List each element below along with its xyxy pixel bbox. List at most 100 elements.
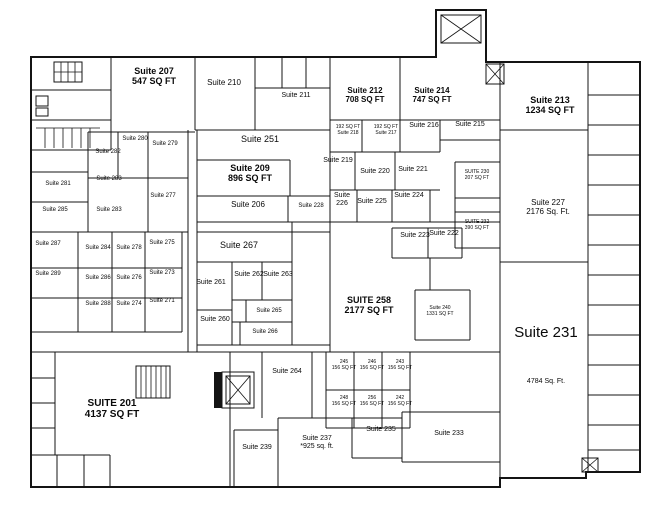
- suite-name: SUITE 258: [346, 295, 392, 305]
- suite-288-label: Suite 288: [83, 301, 113, 308]
- suite-278-label: Suite 278: [114, 245, 144, 252]
- stairs-icon: [135, 365, 171, 399]
- suite-264-label: Suite 264: [271, 368, 303, 376]
- suite-name: SUITE 232: [464, 219, 490, 225]
- suite-name: Suite 237: [302, 435, 332, 442]
- suite-273-label: Suite 273: [147, 270, 177, 277]
- suite-area: *925 sq. ft.: [300, 442, 334, 450]
- restroom-fixtures-icon: [35, 61, 100, 148]
- suite-area: 1331 SQ FT: [426, 310, 454, 317]
- suite-285-label: Suite 285: [31, 207, 79, 214]
- office-number: 256: [367, 395, 377, 401]
- suite-name: Suite 213: [530, 95, 570, 105]
- suite-240-label: Suite 240 1331 SQ FT: [417, 305, 463, 317]
- suite-235-label: Suite 235: [366, 426, 396, 434]
- suite-name: Suite 277: [150, 193, 176, 199]
- suite-239-label: Suite 239: [242, 444, 272, 452]
- office-242-label: 242 156 SQ FT: [387, 395, 413, 407]
- suite-231-label: Suite 231: [514, 325, 578, 341]
- suite-271-label: Suite 271: [147, 298, 177, 305]
- suite-name: Suite 271: [149, 298, 175, 304]
- suite-279-label: Suite 279: [150, 141, 180, 148]
- office-256-label: 256 156 SQ FT: [359, 395, 385, 407]
- suite-name: Suite 222: [429, 230, 459, 237]
- suite-name: Suite 215: [455, 121, 485, 128]
- suite-name: Suite 217: [375, 129, 397, 136]
- office-number: 245: [339, 359, 349, 365]
- office-number: 248: [339, 395, 349, 401]
- interior-walls: [31, 57, 640, 487]
- suite-name: Suite 276: [116, 275, 142, 281]
- suite-area: 192 SQ FT: [335, 124, 361, 130]
- suite-283b-label: Suite 283: [86, 207, 132, 214]
- suite-281-label: Suite 281: [34, 181, 82, 188]
- suite-name: SUITE 201: [87, 398, 137, 409]
- office-area: 156 SQ FT: [359, 364, 385, 371]
- suite-218-label: 192 SQ FT Suite 218: [331, 124, 365, 136]
- suite-232-label: SUITE 232 390 SQ FT: [458, 219, 496, 231]
- suite-260-label: Suite 260: [200, 316, 230, 324]
- suite-area: 747 SQ FT: [412, 94, 452, 104]
- office-number: 246: [367, 359, 377, 365]
- suite-name: Suite 283: [96, 207, 122, 213]
- suite-name: Suite 207: [134, 66, 174, 76]
- suite-name: Suite 267: [219, 240, 259, 250]
- suite-name: Suite 239: [242, 444, 272, 451]
- suite-area: 4137 SQ FT: [84, 409, 140, 421]
- suite-213-label: Suite 213 1234 SQ FT: [514, 95, 586, 115]
- office-248-label: 248 156 SQ FT: [331, 395, 357, 407]
- office-246-label: 246 156 SQ FT: [359, 359, 385, 371]
- suite-name: Suite 280: [122, 136, 148, 142]
- suite-area: 207 SQ FT: [464, 174, 490, 181]
- suite-name: Suite 209: [230, 163, 270, 173]
- office-area: 156 SQ FT: [387, 400, 413, 407]
- office-245-label: 245 156 SQ FT: [331, 359, 357, 371]
- suite-225-label: Suite 225: [357, 198, 387, 206]
- suite-name: Suite 251: [240, 134, 280, 144]
- suite-area: 390 SQ FT: [464, 224, 490, 231]
- suite-name: Suite 233: [434, 430, 464, 437]
- suite-265-label: Suite 265: [248, 308, 290, 315]
- suite-224-label: Suite 224: [394, 192, 424, 200]
- suite-name: Suite 265: [256, 308, 282, 314]
- suite-name: Suite 288: [85, 301, 111, 307]
- suite-area: 192 SQ FT: [373, 124, 399, 130]
- suite-name: Suite 224: [394, 192, 424, 199]
- suite-name: Suite 289: [35, 271, 61, 277]
- suite-228-label: Suite 228: [291, 203, 331, 210]
- suite-209-label: Suite 209 896 SQ FT: [210, 163, 290, 183]
- suite-area: 708 SQ FT: [345, 94, 385, 104]
- suite-219-label: Suite 219: [323, 157, 353, 165]
- suite-name: Suite 220: [360, 168, 390, 175]
- suite-name: Suite 275: [149, 240, 175, 246]
- suite-206-label: Suite 206: [222, 200, 274, 210]
- suite-area: 2177 SQ FT: [344, 305, 394, 316]
- suite-area: 1234 SQ FT: [525, 105, 575, 116]
- suite-237-label: Suite 237 *925 sq. ft.: [284, 435, 350, 451]
- office-area: 156 SQ FT: [359, 400, 385, 407]
- suite-287-label: Suite 287: [33, 241, 63, 248]
- suite-name: Suite 273: [149, 270, 175, 276]
- suite-275-label: Suite 275: [147, 240, 177, 247]
- suite-name: Suite 287: [35, 241, 61, 247]
- suite-name: Suite 226: [334, 192, 350, 207]
- suite-name: Suite 286: [85, 275, 111, 281]
- suite-277-label: Suite 277: [148, 193, 178, 200]
- suite-name: Suite 221: [398, 166, 428, 173]
- suite-233-label: Suite 233: [422, 430, 476, 438]
- suite-name: Suite 274: [116, 301, 142, 307]
- office-243-label: 243 156 SQ FT: [387, 359, 413, 371]
- suite-name: Suite 225: [357, 198, 387, 205]
- office-number: 242: [395, 395, 405, 401]
- suite-266-label: Suite 266: [244, 329, 286, 336]
- elevator-shaft-icon: [440, 14, 599, 473]
- suite-name: Suite 266: [252, 329, 278, 335]
- suite-name: Suite 264: [272, 368, 302, 375]
- suite-name: Suite 240: [429, 305, 451, 311]
- suite-251-label: Suite 251: [228, 134, 292, 144]
- suite-214-label: Suite 214 747 SQ FT: [400, 86, 464, 105]
- suite-230-label: SUITE 230 207 SQ FT: [458, 169, 496, 181]
- elevator-core-icon: [214, 371, 255, 409]
- office-area: 156 SQ FT: [331, 400, 357, 407]
